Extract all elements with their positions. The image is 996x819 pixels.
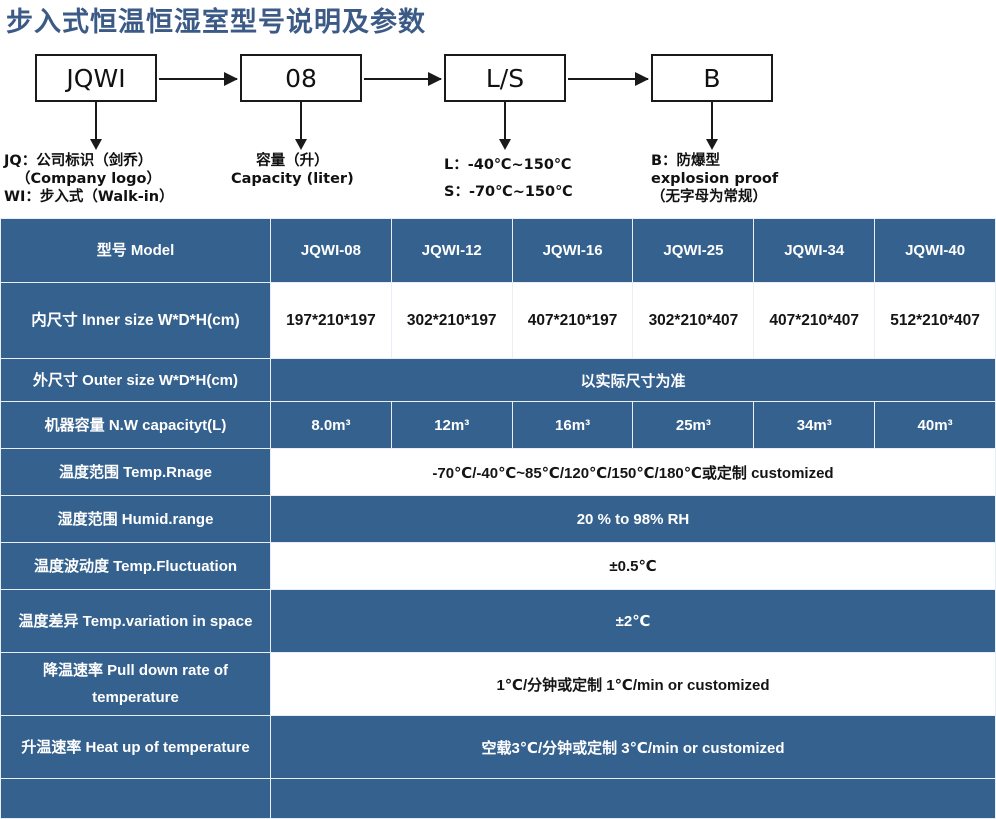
cell-inner-size-5: 512*210*407 <box>874 282 996 359</box>
diagram-box-jqwi-label: JQWI <box>66 63 126 93</box>
table-row: 机器容量 N.W capacityt(L) 8.0m³ 12m³ 16m³ 25… <box>0 401 996 449</box>
arrow-down-icon-4 <box>706 102 718 150</box>
caption-line-1: JQ：公司标识（剑乔） <box>4 153 153 169</box>
table-row: 温度范围 Temp.Rnage -70℃/-40℃~85℃/120℃/150℃/… <box>0 448 996 496</box>
diagram-caption-jqwi: JQ：公司标识（剑乔） （Company logo） WI：步入式（Walk-i… <box>4 152 174 206</box>
table-header-model-1: JQWI-12 <box>390 218 513 283</box>
table-header-model-0: JQWI-08 <box>270 218 392 283</box>
cell-temp-range-value: -70℃/-40℃~85℃/120℃/150℃/180℃或定制 customiz… <box>270 448 996 496</box>
cell-inner-size-0: 197*210*197 <box>270 282 392 359</box>
diagram-caption-capacity: 容量（升） Capacity (liter) <box>231 152 354 188</box>
cell-inner-size-2: 407*210*197 <box>511 282 634 359</box>
arrow-right-icon-3 <box>568 72 649 86</box>
table-row: 湿度范围 Humid.range 20 % to 98% RH <box>0 495 996 543</box>
row-label-humid-range: 湿度范围 Humid.range <box>0 495 271 543</box>
cell-capacity-5: 40m³ <box>874 401 996 449</box>
row-label-pull-down-rate: 降温速率 Pull down rate of temperature <box>0 652 271 716</box>
table-row: 温度差异 Temp.variation in space ±2℃ <box>0 589 996 653</box>
cell-outer-size-value: 以实际尺寸为准 <box>270 358 996 402</box>
cell-heat-up-rate-value: 空载3℃/分钟或定制 3℃/min or customized <box>270 715 996 779</box>
caption-line-1: L：-40℃~150℃ <box>444 157 572 173</box>
cell-capacity-4: 34m³ <box>753 401 876 449</box>
diagram-box-temprange-label: L/S <box>485 63 525 93</box>
cell-inner-size-1: 302*210*197 <box>390 282 513 359</box>
spec-table: 型号 Model JQWI-08 JQWI-12 JQWI-16 JQWI-25… <box>0 218 996 819</box>
row-label-temp-variation: 温度差异 Temp.variation in space <box>0 589 271 653</box>
cell-pull-down-rate-value: 1℃/分钟或定制 1℃/min or customized <box>270 652 996 716</box>
table-header-model-2: JQWI-16 <box>511 218 634 283</box>
row-label-heat-up-rate: 升温速率 Heat up of temperature <box>0 715 271 779</box>
cell-capacity-0: 8.0m³ <box>270 401 392 449</box>
table-row <box>0 778 996 819</box>
cell-inner-size-3: 302*210*407 <box>632 282 755 359</box>
diagram-box-explosion-label: B <box>703 63 721 93</box>
arrow-down-icon-1 <box>90 102 102 150</box>
diagram-box-capacity-label: 08 <box>285 63 317 93</box>
arrow-right-icon-2 <box>364 72 442 86</box>
caption-line-2: （Company logo） <box>16 171 161 187</box>
caption-line-3: S：-70℃~150℃ <box>444 184 573 200</box>
arrow-right-icon-1 <box>159 72 238 86</box>
caption-line-3: （无字母为常规） <box>651 189 767 205</box>
row-label-temp-fluctuation: 温度波动度 Temp.Fluctuation <box>0 542 271 590</box>
table-header-model-5: JQWI-40 <box>874 218 996 283</box>
caption-line-1: B：防爆型 <box>651 153 721 169</box>
cell-truncated-value <box>270 778 996 819</box>
cell-capacity-3: 25m³ <box>632 401 755 449</box>
model-code-diagram: JQWI 08 L/S B JQ：公司标识（剑乔） （Company logo）… <box>0 46 996 218</box>
cell-capacity-2: 16m³ <box>511 401 634 449</box>
table-row: 温度波动度 Temp.Fluctuation ±0.5℃ <box>0 542 996 590</box>
cell-inner-size-4: 407*210*407 <box>753 282 876 359</box>
arrow-down-icon-3 <box>499 102 511 150</box>
caption-line-2: Capacity (liter) <box>231 171 354 187</box>
cell-humid-range-value: 20 % to 98% RH <box>270 495 996 543</box>
table-row-header: 型号 Model JQWI-08 JQWI-12 JQWI-16 JQWI-25… <box>0 218 996 283</box>
arrow-down-icon-2 <box>295 102 307 150</box>
row-label-truncated <box>0 778 271 819</box>
caption-line-3: WI：步入式（Walk-in） <box>4 189 174 205</box>
table-row: 内尺寸 Inner size W*D*H(cm) 197*210*197 302… <box>0 282 996 359</box>
cell-capacity-1: 12m³ <box>390 401 513 449</box>
table-header-row-label: 型号 Model <box>0 218 271 283</box>
table-row: 降温速率 Pull down rate of temperature 1℃/分钟… <box>0 652 996 716</box>
row-label-outer-size: 外尺寸 Outer size W*D*H(cm) <box>0 358 271 402</box>
table-row: 升温速率 Heat up of temperature 空载3℃/分钟或定制 3… <box>0 715 996 779</box>
row-label-temp-range: 温度范围 Temp.Rnage <box>0 448 271 496</box>
table-header-model-4: JQWI-34 <box>753 218 876 283</box>
row-label-inner-size: 内尺寸 Inner size W*D*H(cm) <box>0 282 271 359</box>
row-label-capacity: 机器容量 N.W capacityt(L) <box>0 401 271 449</box>
caption-line-1: 容量（升） <box>256 153 329 169</box>
diagram-caption-temprange: L：-40℃~150℃ S：-70℃~150℃ <box>444 152 573 206</box>
table-row: 外尺寸 Outer size W*D*H(cm) 以实际尺寸为准 <box>0 358 996 402</box>
diagram-box-capacity: 08 <box>240 54 362 102</box>
caption-line-2: explosion proof <box>651 171 779 187</box>
diagram-box-temprange: L/S <box>444 54 566 102</box>
table-header-model-3: JQWI-25 <box>632 218 755 283</box>
cell-temp-variation-value: ±2℃ <box>270 589 996 653</box>
diagram-box-jqwi: JQWI <box>35 54 157 102</box>
diagram-box-explosion: B <box>651 54 773 102</box>
diagram-caption-explosion: B：防爆型 explosion proof （无字母为常规） <box>651 152 778 206</box>
cell-temp-fluctuation-value: ±0.5℃ <box>270 542 996 590</box>
page-title: 步入式恒温恒湿室型号说明及参数 <box>6 7 426 37</box>
